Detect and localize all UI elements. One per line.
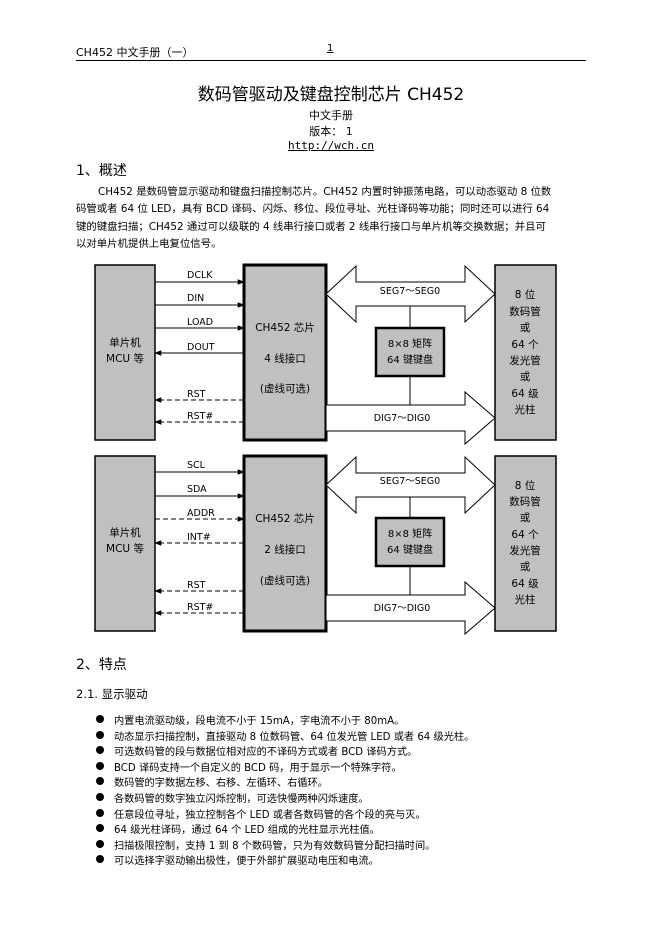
signal-label: LOAD <box>187 317 213 328</box>
overview-line: 键的键盘扫描；CH452 通过可以级联的 4 线串行接口或者 2 线串行接口与单… <box>76 220 546 233</box>
svg-text:数码管: 数码管 <box>509 305 541 318</box>
signal-label: RST# <box>187 411 213 422</box>
overview-paragraph: CH452 是数码管显示驱动和键盘扫描控制芯片。CH452 内置时钟振荡电路，可… <box>76 184 588 254</box>
svg-text:64 个: 64 个 <box>511 529 539 541</box>
diagram-4-wire: 单片机 MCU 等 CH452 芯片 4 线接口 (虚线可选) DCLK DIN… <box>94 263 557 446</box>
list-item: 内置电流驱动级，段电流不小于 15mA，字电流不小于 80mA。 <box>94 712 594 728</box>
svg-text:64 级: 64 级 <box>511 388 539 400</box>
section-heading-features: 2、特点 <box>76 657 127 673</box>
dig-bus-arrow <box>325 580 496 636</box>
list-item: 扫描极限控制，支持 1 到 8 个数码管，只为有效数码管分配扫描时间。 <box>94 837 594 853</box>
svg-text:发光管: 发光管 <box>509 544 541 557</box>
list-item: 可以选择字驱动输出极性，便于外部扩展驱动电压和电流。 <box>94 852 594 868</box>
svg-text:8 位: 8 位 <box>515 479 536 492</box>
mcu-label: MCU 等 <box>106 542 144 555</box>
signal-label: RST <box>187 580 206 591</box>
list-item: 各数码管的数字独立闪烁控制，可选快慢两种闪烁速度。 <box>94 790 594 806</box>
list-item: 任意段位寻址，独立控制各个 LED 或者各数码管的各个段的亮与灭。 <box>94 806 594 822</box>
bullet-icon <box>96 730 104 739</box>
signal-label: RST <box>187 389 206 400</box>
display-box <box>494 455 557 632</box>
bullet-icon <box>96 761 104 770</box>
signal-label: SCL <box>187 460 206 471</box>
signal-label: INT# <box>187 532 211 543</box>
chip-label: CH452 芯片 <box>255 512 315 525</box>
svg-text:8 位: 8 位 <box>515 288 536 301</box>
ch452-chip-box <box>242 263 328 442</box>
svg-text:或: 或 <box>520 561 531 573</box>
bullet-icon <box>96 855 104 864</box>
list-item: 64 级光柱译码，通过 64 个 LED 组成的光柱显示光柱值。 <box>94 821 594 837</box>
mcu-label: MCU 等 <box>106 352 144 365</box>
page-title: 数码管驱动及键盘控制芯片 CH452 <box>197 85 465 105</box>
bullet-icon <box>96 792 104 801</box>
interface-label: 2 线接口 <box>264 543 306 556</box>
header-title: CH452 中文手册（一） <box>76 46 194 59</box>
chip-label: CH452 芯片 <box>255 321 315 334</box>
signal-label: DIN <box>187 293 204 304</box>
ch452-chip-box <box>242 454 328 633</box>
keypad-box <box>374 326 446 378</box>
keypad-box <box>374 516 446 568</box>
version-label: 版本： 1 <box>309 125 353 138</box>
dig-bus-arrow <box>325 390 496 446</box>
svg-text:光柱: 光柱 <box>515 403 536 416</box>
display-labels: 8 位 数码管 或 64 个 发光管 或 64 级 光柱 <box>509 479 541 606</box>
svg-text:光柱: 光柱 <box>515 593 536 606</box>
interface-label: 4 线接口 <box>264 352 306 365</box>
bullet-icon <box>96 808 104 817</box>
keypad-label: 64 键键盘 <box>387 543 433 556</box>
bullet-icon <box>96 715 104 723</box>
list-item: 动态显示扫描控制，直接驱动 8 位数码管、64 位发光管 LED 或者 64 级… <box>94 728 594 744</box>
bullet-icon <box>96 777 104 786</box>
signal-label: DOUT <box>187 342 215 353</box>
overview-line: 码管或者 64 位 LED，具有 BCD 译码、闪烁、移位、段位寻址、光柱译码等… <box>76 203 550 216</box>
list-item: 数码管的字数据左移、右移、左循环、右循环。 <box>94 774 594 790</box>
svg-text:或: 或 <box>520 512 531 524</box>
svg-text:64 级: 64 级 <box>511 578 539 590</box>
mcu-label: 单片机 <box>109 526 141 539</box>
svg-text:64 个: 64 个 <box>511 339 539 351</box>
mcu-box <box>94 264 156 441</box>
keypad-label: 8×8 矩阵 <box>388 527 432 540</box>
bullet-icon <box>96 746 104 755</box>
dig-bus-label: DIG7～DIG0 <box>374 603 431 614</box>
signal-label: RST# <box>187 602 213 613</box>
dig-bus-label: DIG7～DIG0 <box>374 413 431 424</box>
manual-label: 中文手册 <box>309 109 353 122</box>
diagram-2-wire: 单片机 MCU 等 CH452 芯片 2 线接口 (虚线可选) SCL SDA … <box>94 454 557 636</box>
seg-bus-label: SEG7～SEG0 <box>380 476 440 487</box>
optional-label: (虚线可选) <box>260 382 310 395</box>
bullet-icon <box>96 824 104 833</box>
optional-label: (虚线可选) <box>260 574 310 587</box>
svg-text:或: 或 <box>520 322 531 334</box>
svg-text:数码管: 数码管 <box>509 495 541 508</box>
overview-line: 以对单片机提供上电复位信号。 <box>76 238 222 251</box>
signal-label: SDA <box>187 484 207 495</box>
signal-label: ADDR <box>187 508 215 519</box>
svg-text:或: 或 <box>520 371 531 383</box>
overview-line: CH452 是数码管显示驱动和键盘扫描控制芯片。CH452 内置时钟振荡电路，可… <box>98 186 552 198</box>
keypad-label: 8×8 矩阵 <box>388 337 432 350</box>
display-labels: 8 位 数码管 或 64 个 发光管 或 64 级 光柱 <box>509 288 541 416</box>
section-heading-overview: 1、概述 <box>76 163 127 179</box>
svg-text:发光管: 发光管 <box>509 354 541 367</box>
page-number: 1 <box>327 43 334 54</box>
keypad-label: 64 键键盘 <box>387 353 433 366</box>
signal-label: DCLK <box>187 270 213 281</box>
display-box <box>494 264 557 441</box>
subsection-heading-display: 2.1. 显示驱动 <box>76 687 148 701</box>
mcu-label: 单片机 <box>109 336 141 349</box>
list-item: BCD 译码支持一个自定义的 BCD 码，用于显示一个特殊字符。 <box>94 759 594 775</box>
website-link[interactable]: http://wch.cn <box>287 139 375 152</box>
feature-list: 内置电流驱动级，段电流不小于 15mA，字电流不小于 80mA。 动态显示扫描控… <box>94 712 594 868</box>
bullet-icon <box>96 839 104 848</box>
header-rule <box>76 60 586 61</box>
list-item: 可选数码管的段与数据位相对应的不译码方式或者 BCD 译码方式。 <box>94 743 594 759</box>
seg-bus-label: SEG7～SEG0 <box>380 286 440 297</box>
